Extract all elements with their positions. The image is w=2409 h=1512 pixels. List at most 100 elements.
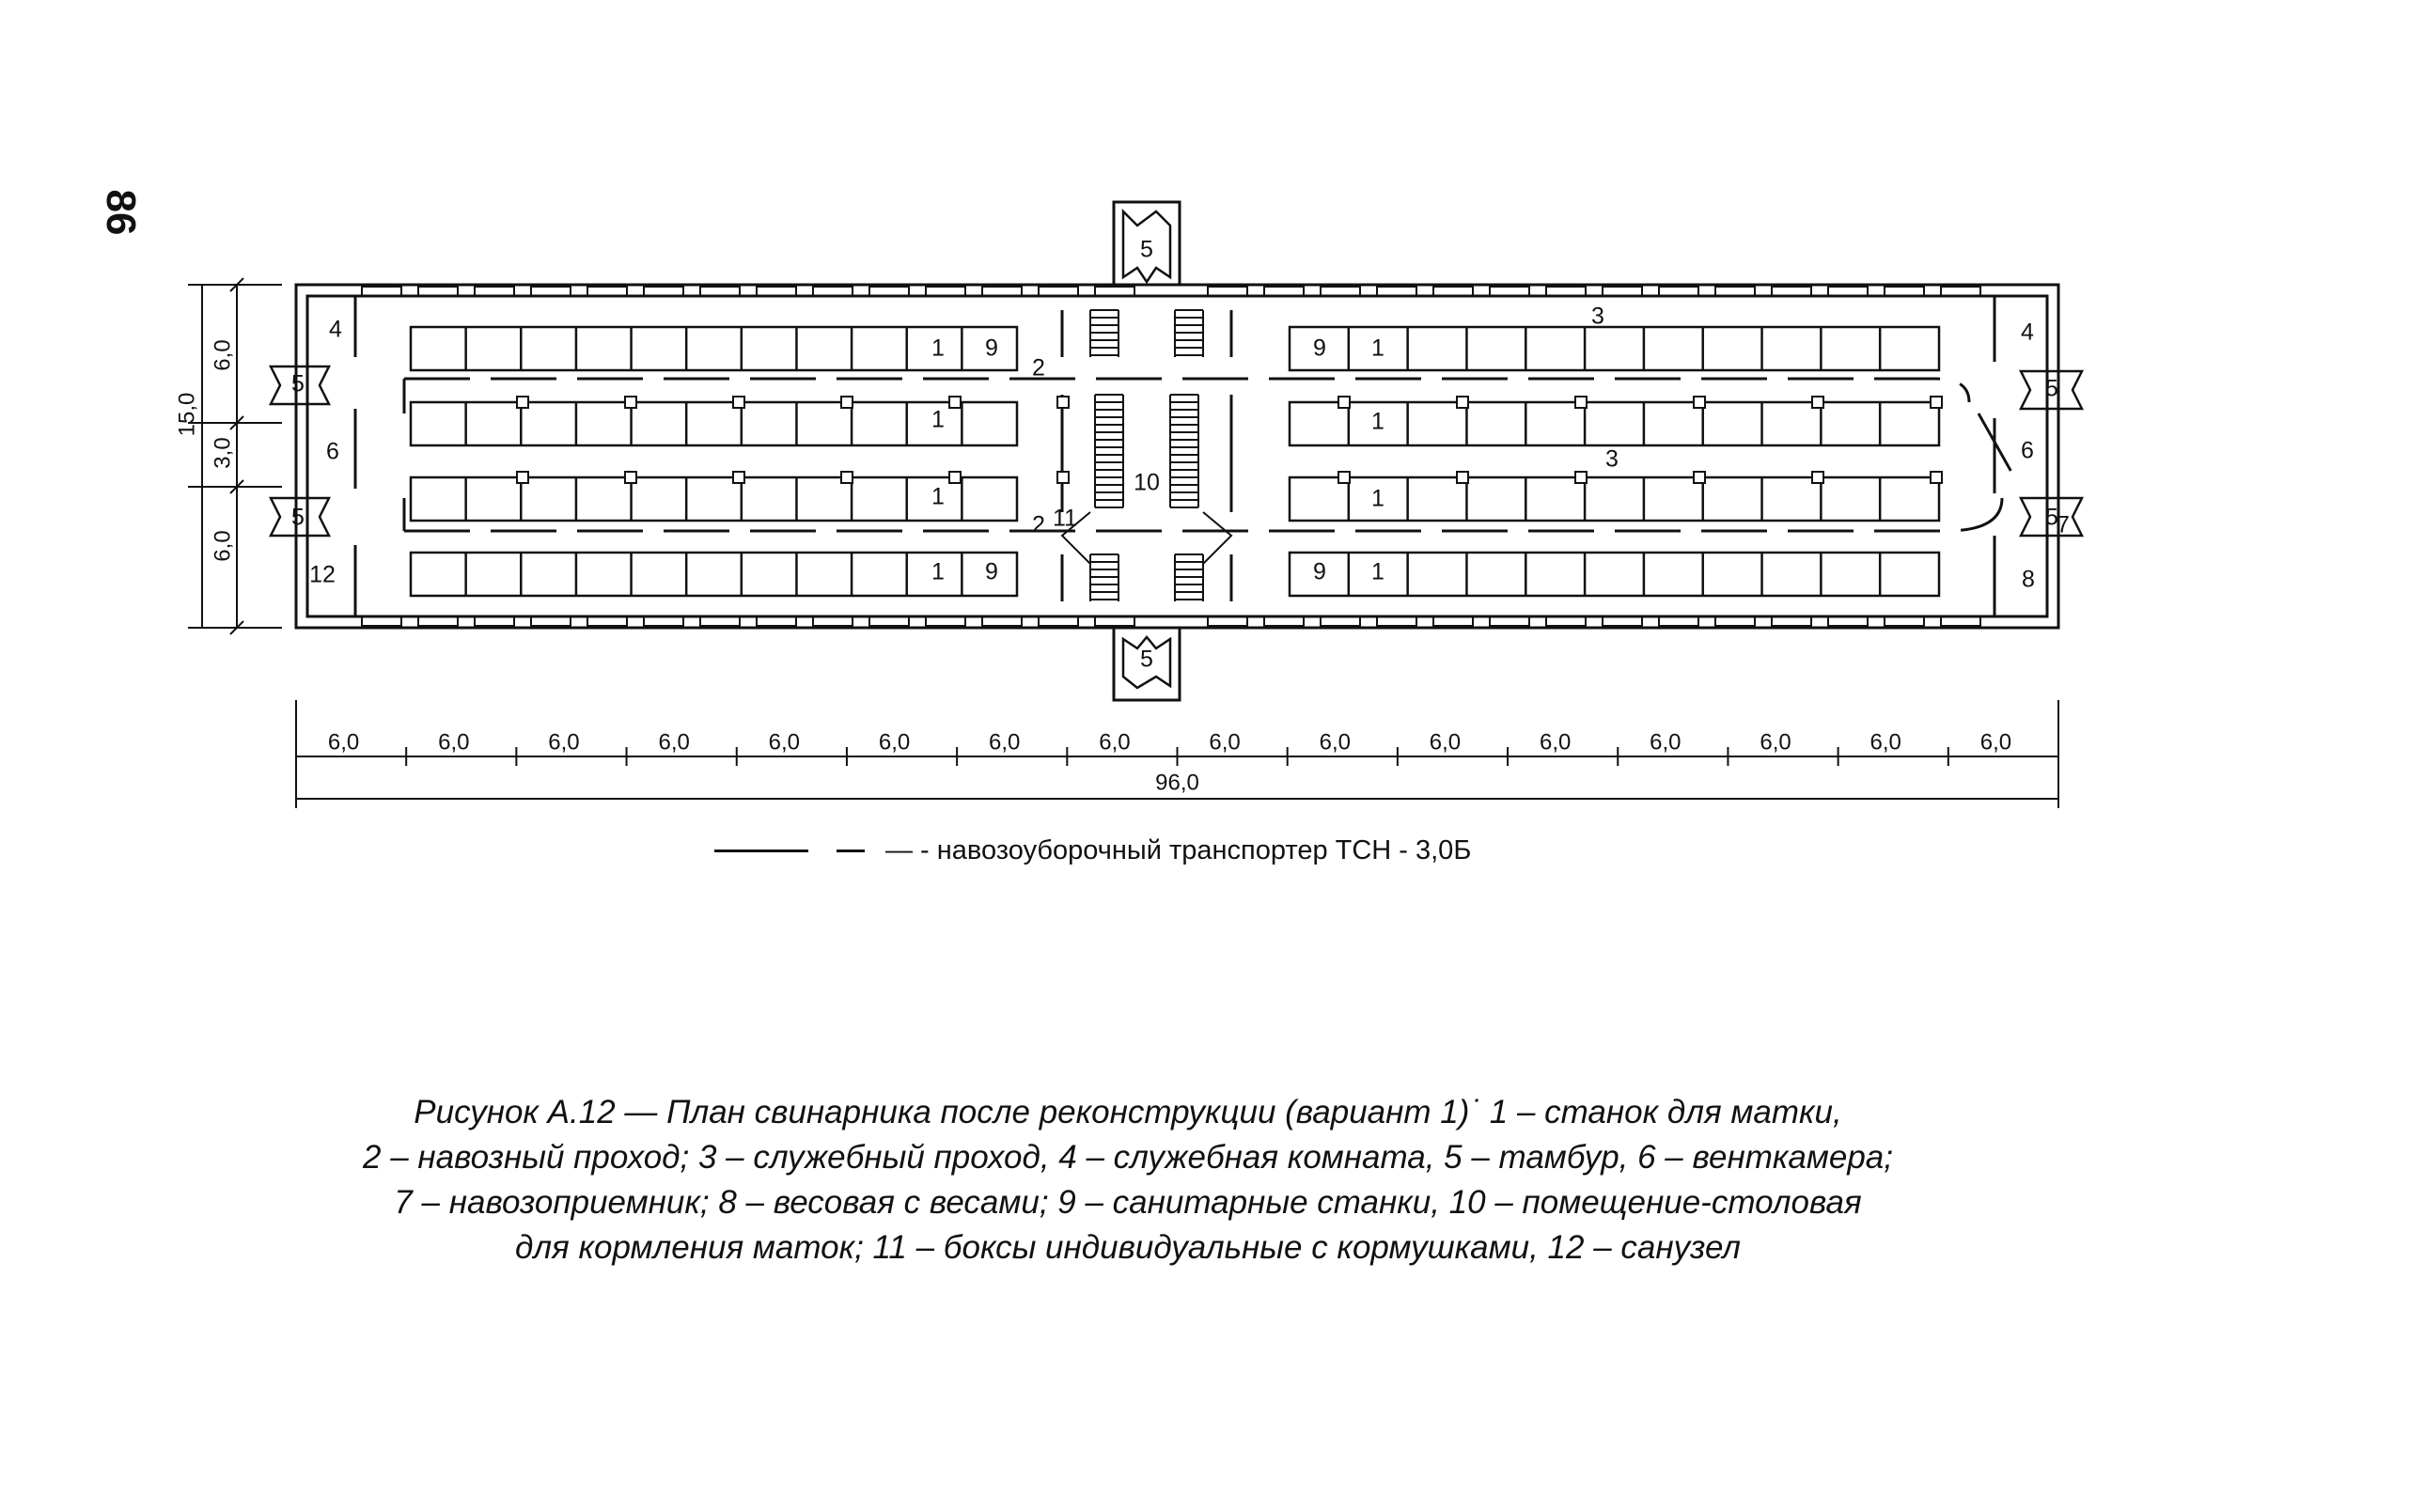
conveyor-lower — [404, 497, 2004, 533]
feeder-mark — [1056, 396, 1070, 409]
feeder-mark — [840, 471, 853, 484]
label-sow-stall-6: 1 — [1371, 409, 1384, 435]
inner-wall — [305, 294, 2049, 618]
left-stall-row-4 — [409, 551, 1019, 598]
label-sow-stall-1: 1 — [931, 335, 945, 362]
window-top — [1376, 286, 1417, 297]
label-manure-passage-lower: 2 — [1032, 512, 1045, 538]
feeder-mark — [516, 396, 529, 409]
building-walls — [294, 200, 2060, 702]
window-bottom — [417, 616, 459, 627]
label-sow-stall-4: 1 — [931, 559, 945, 585]
dimension-lines — [188, 277, 2059, 808]
right-stall-row-3 — [1288, 475, 1941, 522]
feeder-mark — [948, 471, 962, 484]
caption-line-3: 7 – навозоприемник; 8 – весовая с весами… — [394, 1184, 1862, 1221]
top-wing-wall — [1112, 200, 1181, 285]
window-top — [1207, 286, 1248, 297]
window-top — [699, 286, 741, 297]
hdim-bay-label-12: 6,0 — [1540, 729, 1571, 755]
label-sanitary-stall-4: 9 — [1313, 559, 1326, 585]
feeder-mark — [1930, 396, 1943, 409]
label-sanitary-stall-3: 9 — [1313, 335, 1326, 362]
hdim-bay-label-9: 6,0 — [1209, 729, 1240, 755]
label-service-passage-upper: 3 — [1591, 304, 1604, 330]
label-service-passage-middle: 3 — [1605, 446, 1619, 473]
right-stall-row-1 — [1288, 325, 1941, 372]
label-vestibule-right-lower: 5 — [2045, 505, 2058, 531]
conveyor-upper — [404, 377, 1971, 403]
label-vestibule-top: 5 — [1140, 237, 1153, 263]
window-top — [474, 286, 515, 297]
window-bottom — [1658, 616, 1699, 627]
label-sanitary-stall-2: 9 — [985, 559, 998, 585]
legend-text: — - навозоуборочный транспортер ТСН - 3,… — [885, 834, 1472, 865]
wall-windows — [361, 286, 1981, 627]
window-top — [1884, 286, 1925, 297]
bottom-wing-wall — [1112, 628, 1181, 702]
label-vent-chamber-right: 6 — [2021, 438, 2034, 464]
window-top — [756, 286, 797, 297]
window-bottom — [1714, 616, 1756, 627]
vdim-total-label: 15,0 — [174, 393, 199, 437]
caption-line-1: Рисунок А.12 — План свинарника после рек… — [414, 1094, 1842, 1130]
boxes-slope-right — [1202, 511, 1233, 565]
window-top — [1940, 286, 1981, 297]
window-bottom — [1602, 616, 1643, 627]
boxes-slope-left — [1060, 511, 1091, 565]
window-top — [1658, 286, 1699, 297]
vestibule-right-upper — [2018, 369, 2085, 411]
window-top — [1771, 286, 1812, 297]
label-vestibule-bottom: 5 — [1140, 647, 1153, 673]
label-vestibule-right-upper: 5 — [2045, 376, 2058, 402]
legend-line-sample — [714, 849, 874, 852]
feeder-mark — [1811, 396, 1824, 409]
label-individual-boxes: 11 — [1053, 506, 1077, 532]
feeder-mark — [1456, 396, 1469, 409]
feeder-mark — [732, 396, 745, 409]
window-bottom — [587, 616, 628, 627]
window-top — [1714, 286, 1756, 297]
window-top — [530, 286, 571, 297]
feeder-mark — [1930, 471, 1943, 484]
vestibule-bottom — [1121, 635, 1172, 690]
vdim-tick — [229, 479, 244, 494]
window-bottom — [868, 616, 910, 627]
window-bottom — [643, 616, 684, 627]
manure-conveyor-lines — [402, 377, 2023, 533]
window-top — [1827, 286, 1869, 297]
vestibules — [268, 208, 2085, 690]
window-bottom — [756, 616, 797, 627]
hdim-bay-label-2: 6,0 — [438, 729, 469, 755]
window-top — [643, 286, 684, 297]
vdim-tick — [229, 620, 244, 635]
label-service-room-right: 4 — [2021, 320, 2034, 346]
left-stall-row-1 — [409, 325, 1019, 372]
label-sow-stall-5: 1 — [1371, 335, 1384, 362]
window-bottom — [1940, 616, 1981, 627]
window-top — [1094, 286, 1135, 297]
vdim-middle-label: 3,0 — [210, 437, 235, 468]
label-dining-room: 10 — [1134, 470, 1160, 496]
label-restroom: 12 — [309, 562, 336, 588]
label-service-room-left: 4 — [329, 317, 342, 343]
window-top — [587, 286, 628, 297]
hdim-bay-label-5: 6,0 — [769, 729, 800, 755]
feeder-mark — [840, 396, 853, 409]
right-stall-row-4 — [1288, 551, 1941, 598]
window-bottom — [1320, 616, 1361, 627]
label-manure-receiver: 7 — [2057, 512, 2070, 538]
window-top — [1489, 286, 1530, 297]
label-sanitary-stall-1: 9 — [985, 335, 998, 362]
window-top — [417, 286, 459, 297]
window-top — [812, 286, 853, 297]
vestibule-left-lower — [268, 496, 332, 538]
right-stall-row-2 — [1288, 400, 1941, 447]
vdim-tick — [229, 277, 244, 292]
window-bottom — [1038, 616, 1079, 627]
hdim-bay-label-10: 6,0 — [1320, 729, 1351, 755]
conveyor-right-diag — [1977, 413, 2023, 490]
feeder-mark — [1456, 471, 1469, 484]
